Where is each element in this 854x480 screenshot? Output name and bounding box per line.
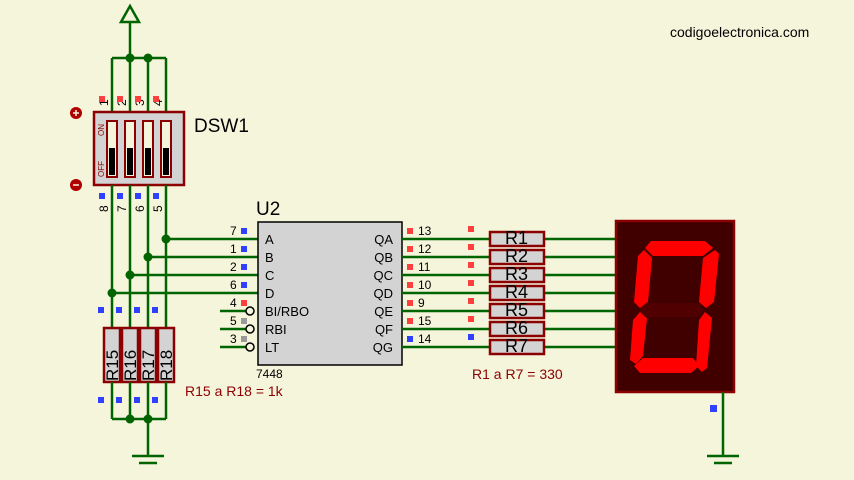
ic-pin-name: QC <box>374 268 394 283</box>
probe-icon[interactable] <box>70 179 82 191</box>
dip-top-pin: 2 <box>115 99 129 106</box>
resistor-label: R1 <box>505 228 528 248</box>
ic-pin-name: C <box>265 268 274 283</box>
ground-wires-left <box>110 382 168 455</box>
ic-pin-num: 2 <box>230 260 237 274</box>
ground-junctions <box>125 414 153 424</box>
resistor-label: R2 <box>505 246 528 266</box>
wires-segment-lines <box>402 237 616 349</box>
ic-pin-num: 10 <box>418 278 432 292</box>
resistor-label: R15 <box>103 350 122 381</box>
dip-top-pin: 1 <box>97 99 111 106</box>
power-junctions <box>125 53 153 63</box>
ic-input-state-markers <box>241 228 247 342</box>
resistor-label: R3 <box>505 264 528 284</box>
lit-segments <box>630 241 719 373</box>
ic-pin-num: 14 <box>418 332 432 346</box>
ic-pin-num: 15 <box>418 314 432 328</box>
ic-pin-num: 4 <box>230 296 237 310</box>
ic-pin-name: QA <box>374 232 393 247</box>
power-terminal <box>110 3 168 112</box>
resistor-label: R5 <box>505 300 528 320</box>
display-state-marker <box>710 405 717 412</box>
resistor-label: R4 <box>505 282 528 302</box>
dip-top-pin: 4 <box>151 99 165 106</box>
decoder-ic[interactable] <box>257 221 403 366</box>
dip-switch[interactable]: ON OFF <box>92 110 186 187</box>
resistor-label: R7 <box>505 336 528 356</box>
ic-output-state-markers <box>407 226 474 342</box>
ic-pin-name: QB <box>374 250 393 265</box>
ic-pin-name: QG <box>373 340 393 355</box>
switch-1-lever[interactable] <box>109 148 115 175</box>
ic-pin-name: D <box>265 286 274 301</box>
switch-4-lever[interactable] <box>163 148 169 175</box>
probe-icon[interactable] <box>70 107 82 119</box>
ic-pin-num: 11 <box>418 260 431 274</box>
ic-pin-num: 5 <box>230 314 237 328</box>
dip-state-markers <box>99 96 159 199</box>
watermark-text: codigoelectronica.com <box>670 24 809 40</box>
pulldown-resistors: R15 R16 R17 R18 <box>98 307 176 403</box>
ic-pin-name: RBI <box>265 322 287 337</box>
ic-pin-num: 1 <box>230 242 237 256</box>
ic-pin-name: QD <box>374 286 394 301</box>
switch-3-lever[interactable] <box>145 148 151 175</box>
ic-pin-name: A <box>265 232 274 247</box>
ic-pin-num: 12 <box>418 242 432 256</box>
unlit-segment-g <box>639 303 704 317</box>
switch-2-lever[interactable] <box>127 148 133 175</box>
output-resistor-note: R1 a R7 = 330 <box>472 366 563 382</box>
dip-off-label: OFF <box>97 161 106 177</box>
ic-pin-name: LT <box>265 340 279 355</box>
ic-pin-num: 6 <box>230 278 237 292</box>
ic-pin-num: 3 <box>230 332 237 346</box>
wire-junctions <box>107 234 171 298</box>
dip-bottom-pin: 5 <box>151 205 165 212</box>
ic-pin-name: QF <box>375 322 393 337</box>
dip-top-pin: 3 <box>133 99 147 106</box>
ic-pin-name: B <box>265 250 274 265</box>
seven-segment-display[interactable] <box>614 219 736 394</box>
resistor-label: R18 <box>157 350 176 381</box>
ic-pin-num: 9 <box>418 296 425 310</box>
dip-bottom-pin: 6 <box>133 205 147 212</box>
dip-on-label: ON <box>97 124 106 136</box>
ic-part: 7448 <box>256 367 283 381</box>
ic-ref: U2 <box>256 199 280 220</box>
ic-pin-name: BI/RBO <box>265 304 309 319</box>
ic-pin-num: 7 <box>230 224 237 238</box>
resistor-label: R17 <box>139 350 158 381</box>
resistor-label: R6 <box>505 318 528 338</box>
ic-pin-name: QE <box>374 304 393 319</box>
dip-bottom-pin: 7 <box>115 205 129 212</box>
ground-icon <box>132 454 164 465</box>
pulldown-note: R15 a R18 = 1k <box>185 383 284 399</box>
inverter-bubbles <box>245 306 255 352</box>
wires-data-lines <box>110 185 258 349</box>
dip-bottom-pin: 8 <box>97 205 111 212</box>
resistor-label: R16 <box>121 350 140 381</box>
ground-icon <box>707 454 739 465</box>
ic-pin-num: 13 <box>418 224 432 238</box>
dip-switch-name: DSW1 <box>194 116 249 137</box>
output-resistors <box>488 230 546 356</box>
